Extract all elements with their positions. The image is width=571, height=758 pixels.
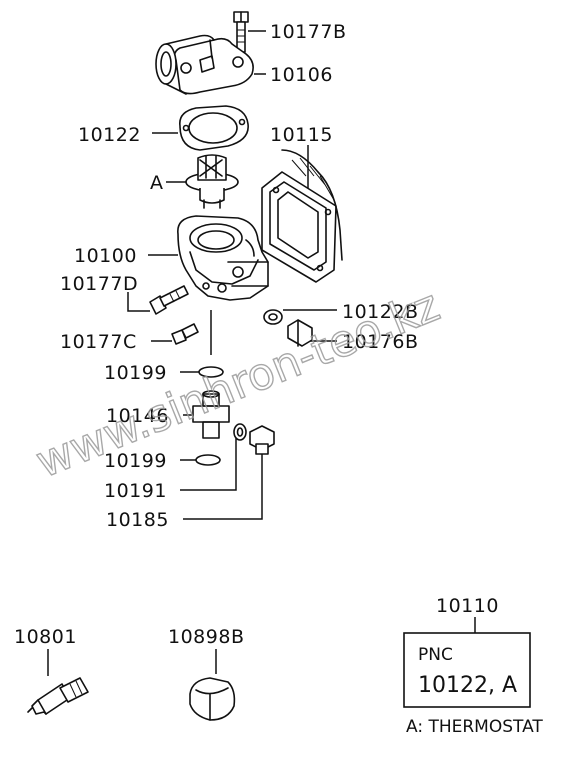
label-10176B: 10176B — [342, 331, 418, 353]
label-10110: 10110 — [436, 595, 499, 617]
label-10122B: 10122B — [342, 301, 418, 323]
o-ring-10199-lower — [195, 454, 221, 466]
engine-face-10115 — [261, 149, 343, 283]
label-A: A — [150, 172, 164, 194]
label-10898B: 10898B — [168, 626, 244, 648]
label-10191: 10191 — [104, 480, 167, 502]
label-10199-upper: 10199 — [104, 362, 167, 384]
part-labels: 10177B 10106 10122 10115 A 10100 10177D … — [14, 21, 499, 648]
joint-10146 — [192, 390, 230, 439]
water-outlet-10106 — [155, 34, 254, 95]
gasket-10122 — [179, 105, 249, 151]
label-10199-lower: 10199 — [104, 450, 167, 472]
plug-10185 — [249, 425, 275, 455]
label-10177C: 10177C — [60, 331, 137, 353]
plug-10898B — [189, 677, 236, 721]
label-10115: 10115 — [270, 124, 333, 146]
o-ring-10199-upper — [198, 366, 224, 378]
label-10106: 10106 — [270, 64, 333, 86]
thermostat-housing-10100 — [177, 215, 269, 301]
washer-10191 — [233, 423, 247, 441]
label-10146: 10146 — [106, 405, 169, 427]
bolt-10177C — [171, 323, 199, 345]
pnc-value: 10122, A — [418, 673, 517, 698]
watermark: www.sinhron-teo.kz — [29, 280, 446, 488]
bolt-10177D — [149, 285, 189, 315]
pnc-header: PNC — [418, 645, 453, 665]
label-10100: 10100 — [74, 245, 137, 267]
label-10177D: 10177D — [60, 273, 138, 295]
label-10801: 10801 — [14, 626, 77, 648]
label-10185: 10185 — [106, 509, 169, 531]
pnc-info-box: PNC 10122, A — [403, 632, 531, 708]
label-10122: 10122 — [78, 124, 141, 146]
thermostat-A — [185, 154, 239, 209]
washer-10122B — [263, 309, 283, 325]
sensor-10801 — [27, 677, 89, 715]
plug-10176B — [287, 319, 313, 347]
legend-text: A: THERMOSTAT — [406, 717, 543, 737]
label-10177B: 10177B — [270, 21, 346, 43]
